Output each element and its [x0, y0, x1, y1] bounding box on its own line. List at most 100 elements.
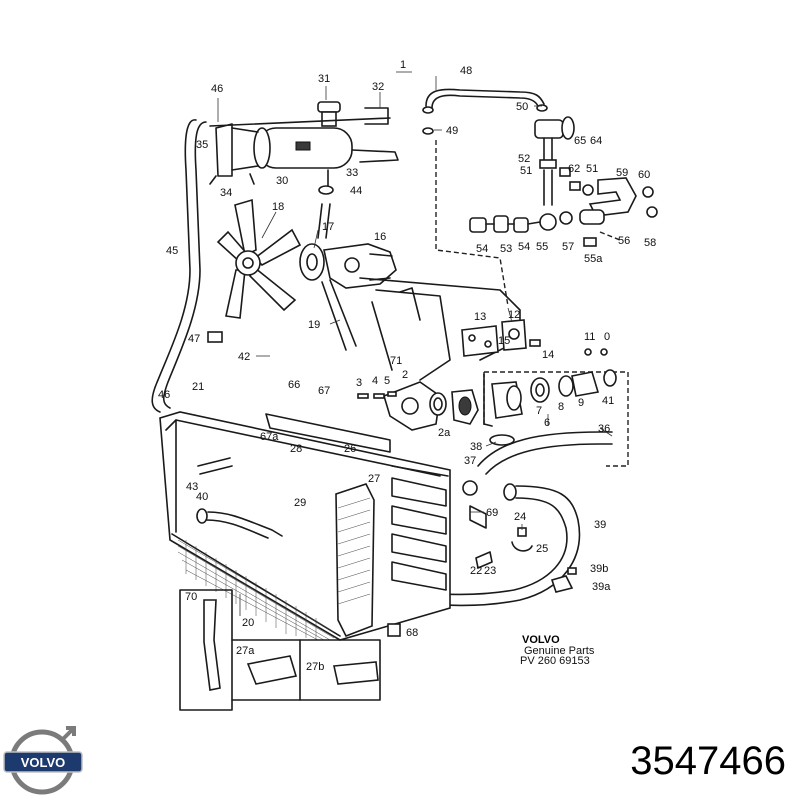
- callout-52: 52: [518, 153, 530, 165]
- callout-26: 26: [344, 443, 356, 455]
- callout-21: 21: [192, 381, 204, 393]
- callout-24: 24: [514, 511, 526, 523]
- callout-62: 62: [568, 163, 580, 175]
- callout-27a: 27a: [236, 645, 255, 657]
- thermostat-housing: [461, 319, 541, 357]
- callout-7: 7: [536, 405, 542, 417]
- callout-16: 16: [374, 231, 386, 243]
- callout-13: 13: [474, 311, 486, 323]
- stamp-subtitle: Genuine Parts: [524, 645, 595, 657]
- callout-65: 65: [574, 135, 586, 147]
- callout-12: 12: [508, 309, 520, 321]
- part-number: 3547466: [630, 739, 786, 783]
- callout-33: 33: [346, 167, 358, 179]
- callout-48: 48: [460, 65, 472, 77]
- callout-28: 28: [290, 443, 302, 455]
- callout-50: 50: [516, 101, 528, 113]
- callout-4: 4: [372, 375, 378, 387]
- callout-6: 6: [544, 417, 550, 429]
- callout-19: 19: [308, 319, 320, 331]
- callout-18: 18: [272, 201, 284, 213]
- genuine-parts-stamp: VOLVO Genuine Parts PV 260 69153: [520, 634, 595, 667]
- callout-59: 59: [616, 167, 628, 179]
- heater-hose-48: [422, 88, 548, 135]
- misc-clips: [207, 331, 577, 637]
- callout-57: 57: [562, 241, 574, 253]
- leader-lines: [217, 76, 613, 616]
- callout-39a: 39a: [592, 581, 611, 593]
- callout-29: 29: [294, 497, 306, 509]
- callout-38: 38: [470, 441, 482, 453]
- callout-8: 8: [558, 401, 564, 413]
- callout-40: 40: [196, 491, 208, 503]
- callout-32: 32: [372, 81, 384, 93]
- logo-text: VOLVO: [21, 755, 66, 770]
- volvo-logo: VOLVO: [3, 726, 83, 795]
- callout-54: 54: [476, 243, 488, 255]
- callout-27: 27: [368, 473, 380, 485]
- callout-51: 51: [520, 165, 532, 177]
- callout-45: 45: [166, 245, 178, 257]
- callout-55a: 55a: [584, 253, 603, 265]
- callout-22: 22: [470, 565, 482, 577]
- callout-23: 23: [484, 565, 496, 577]
- stamp-title: VOLVO: [522, 634, 560, 646]
- callout-25: 25: [536, 543, 548, 555]
- callout-67: 67: [318, 385, 330, 397]
- callout-70: 70: [185, 591, 197, 603]
- callout-42: 42: [238, 351, 250, 363]
- callout-60: 60: [638, 169, 650, 181]
- heater-valve-assembly: [469, 116, 658, 247]
- callout-44: 44: [350, 185, 362, 197]
- callout-39: 39: [594, 519, 606, 531]
- callout-27b: 27b: [306, 661, 324, 673]
- callout-15: 15: [498, 335, 510, 347]
- callout-47: 47: [188, 333, 200, 345]
- callout-55: 55: [536, 241, 548, 253]
- bracket-inset-box: [179, 589, 381, 711]
- callout-36: 36: [598, 423, 610, 435]
- callout-64: 64: [590, 135, 602, 147]
- stamp-code: PV 260 69153: [520, 655, 590, 667]
- callout-39b: 39b: [590, 563, 608, 575]
- callout-17: 17: [322, 221, 334, 233]
- callout-labels: 1 31 32 46 35 30 33 44 34 18 17 16 45 19…: [158, 59, 656, 673]
- callout-56: 56: [618, 235, 630, 247]
- cooling-fan: [216, 198, 302, 319]
- callout-5: 5: [384, 375, 390, 387]
- thermostat-detail-group: [483, 348, 617, 427]
- callout-37: 37: [464, 455, 476, 467]
- water-pump: [357, 381, 479, 431]
- callout-71: 71: [390, 355, 402, 367]
- callout-31: 31: [318, 73, 330, 85]
- callout-67a: 67a: [260, 431, 279, 443]
- callout-9: 9: [578, 397, 584, 409]
- callout-66: 66: [288, 379, 300, 391]
- callout-41: 41: [602, 395, 614, 407]
- callout-49: 49: [446, 125, 458, 137]
- callout-14: 14: [542, 349, 554, 361]
- callout-30: 30: [276, 175, 288, 187]
- callout-51b: 51: [586, 163, 598, 175]
- water-pump-pulley: [299, 203, 397, 289]
- callout-3: 3: [356, 377, 362, 389]
- callout-35: 35: [196, 139, 208, 151]
- callout-11: 11: [584, 331, 595, 343]
- callout-69: 69: [486, 507, 498, 519]
- callout-53: 53: [500, 243, 512, 255]
- callout-46b: 46: [158, 389, 170, 401]
- callout-page: 1: [400, 59, 406, 71]
- callout-43: 43: [186, 481, 198, 493]
- drive-belt: [321, 279, 357, 351]
- callout-68: 68: [406, 627, 418, 639]
- callout-20: 20: [242, 617, 254, 629]
- callout-34: 34: [220, 187, 232, 199]
- callout-2: 2: [402, 369, 408, 381]
- callout-58: 58: [644, 237, 656, 249]
- radiator: [159, 411, 451, 641]
- callout-54b: 54: [518, 241, 530, 253]
- callout-46: 46: [211, 83, 223, 95]
- callout-2a: 2a: [438, 427, 451, 439]
- hose-45: [151, 119, 207, 413]
